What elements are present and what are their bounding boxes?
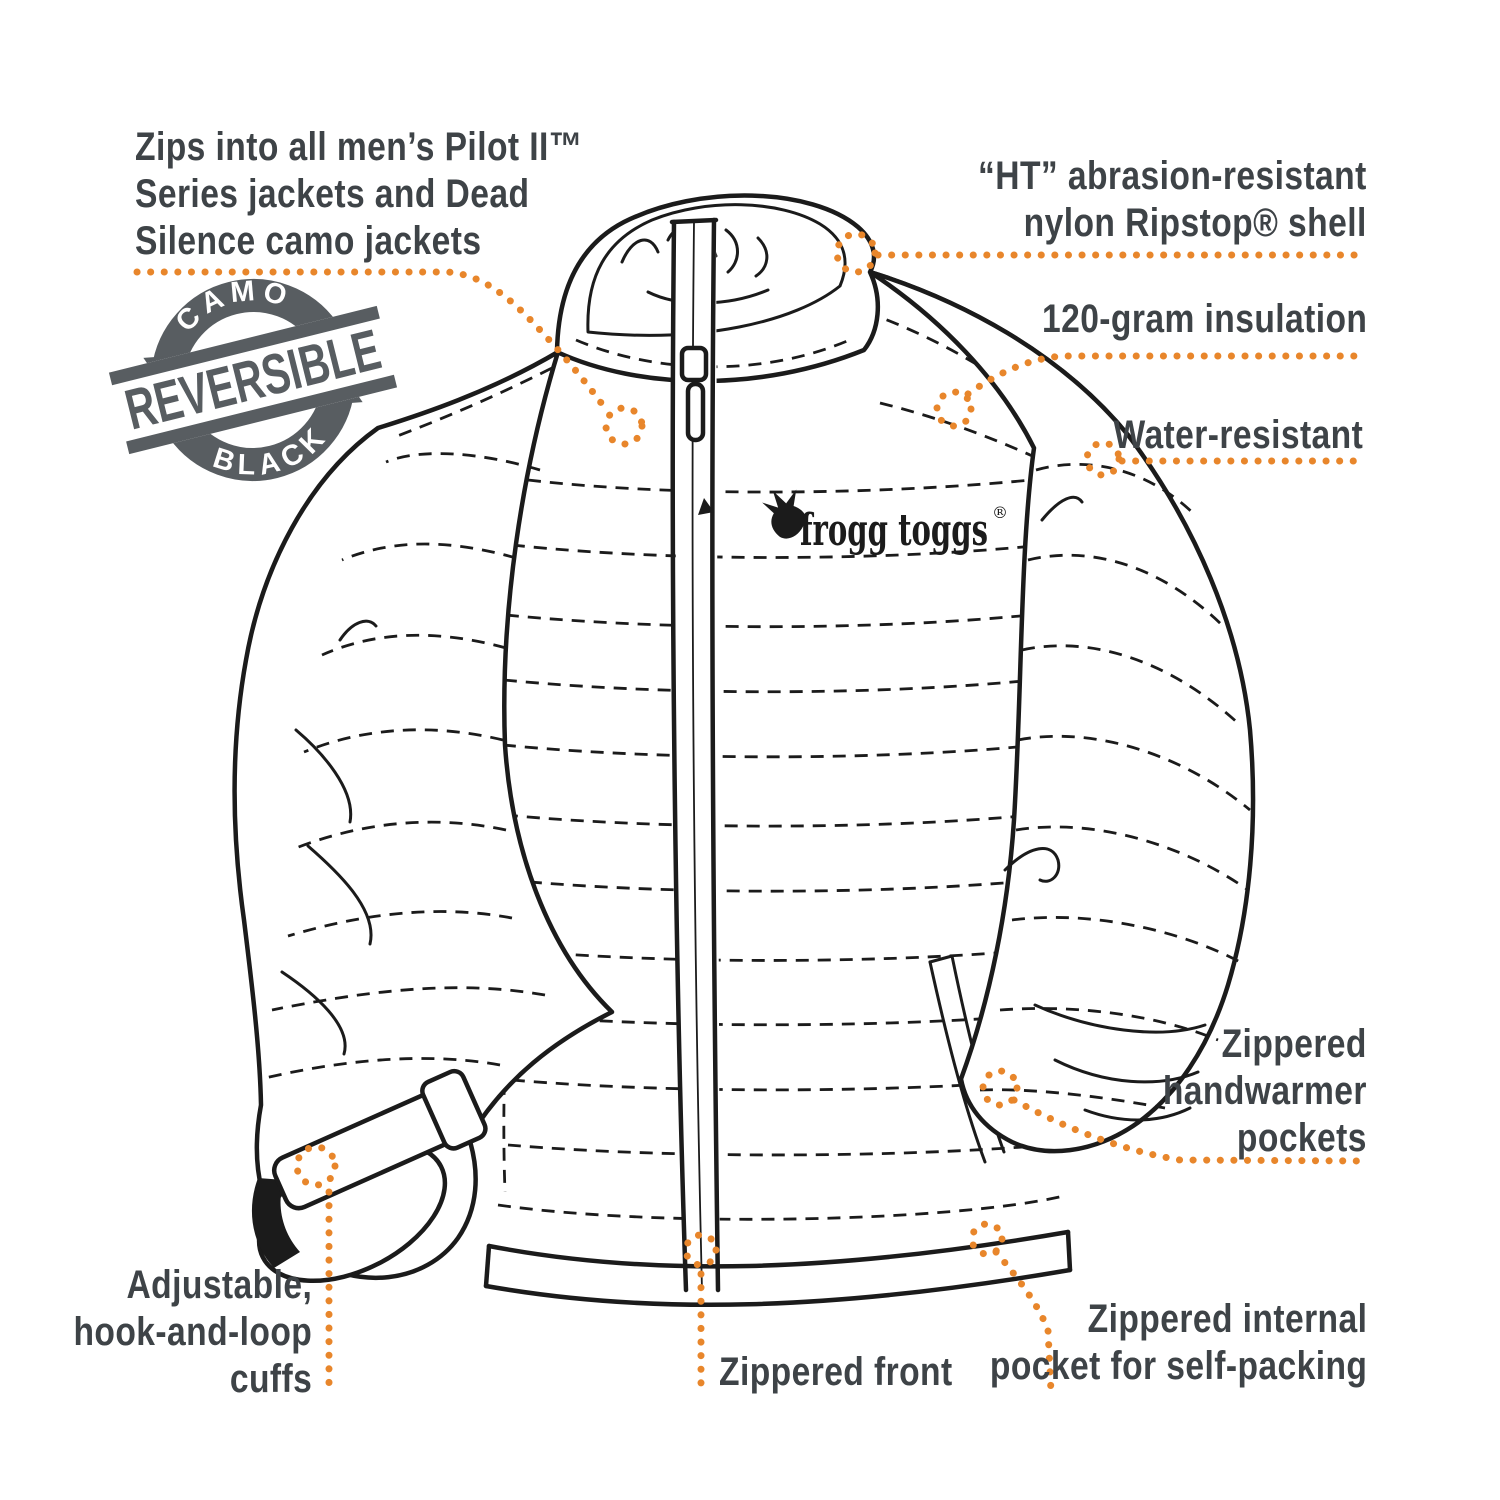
- hook-and-loop-cuff: [251, 1068, 488, 1284]
- brand-registered-mark: ®: [992, 503, 1008, 522]
- leader-lines: [133, 230, 1370, 1396]
- badge-banner: [108, 305, 398, 455]
- zipper-tape-arrow: [698, 498, 714, 515]
- label-insulation: 120-gram insulation: [1041, 297, 1367, 341]
- right-sleeve-quilt: [979, 463, 1251, 1110]
- label-cuffs: Adjustable, hook-and-loop cuffs: [73, 1263, 312, 1401]
- leader-ht-shell: [833, 230, 1370, 276]
- right-sleeve: [867, 269, 1256, 1154]
- leader-zips-into: [133, 268, 646, 448]
- label-water-resistant: Water-resistant: [1113, 413, 1363, 457]
- left-sleeve-quilt: [264, 452, 546, 1080]
- leader-zippered-front: [682, 1231, 720, 1396]
- right-sleeve-folds: [1003, 496, 1207, 1122]
- label-zips-into: Zips into all men’s Pilot II™ Series jac…: [135, 125, 583, 263]
- collar: [554, 193, 881, 384]
- zipper-slider: [679, 345, 709, 383]
- jacket-drawing: frogg toggs ®: [232, 193, 1256, 1308]
- label-zippered-front: Zippered front: [719, 1350, 953, 1394]
- brand-logo-text: frogg toggs: [800, 505, 988, 556]
- label-ht-shell: “HT” abrasion-resistant nylon Ripstop® s…: [978, 154, 1367, 245]
- left-sleeve: [232, 349, 615, 1284]
- jacket-body: [489, 272, 1128, 1266]
- label-internal-pocket: Zippered internal pocket for self-packin…: [989, 1297, 1367, 1388]
- badge-text-reversible: REVERSIBLE: [119, 318, 387, 443]
- leader-insulation: [933, 352, 1370, 430]
- leader-cuffs: [293, 1143, 339, 1396]
- brand-logo: frogg toggs ®: [762, 489, 1008, 556]
- leader-water-resistant: [1083, 439, 1370, 479]
- cuff-shadow: [251, 1178, 300, 1268]
- frog-foot-icon: [762, 489, 806, 539]
- leader-internal-pocket: [968, 1220, 1055, 1396]
- front-zipper: [669, 217, 721, 1293]
- leader-handwarmer: [979, 1067, 1370, 1165]
- left-sleeve-folds: [280, 619, 378, 1056]
- label-handwarmer: Zippered handwarmer pockets: [1162, 1022, 1367, 1160]
- zipper-pull: [685, 381, 706, 443]
